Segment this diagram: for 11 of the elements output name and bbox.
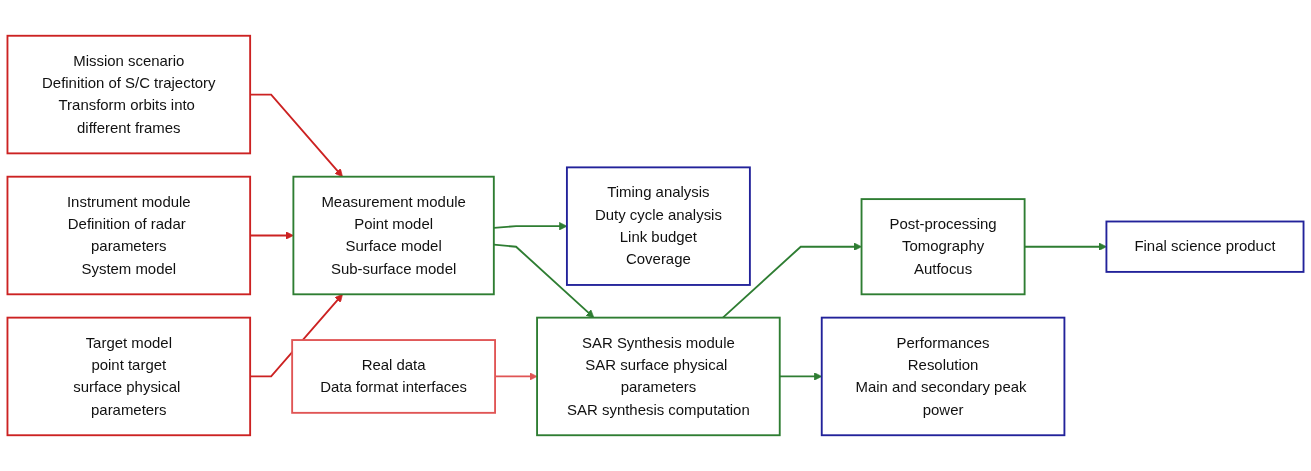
arrow: [722, 242, 862, 319]
node-box: Measurement module Point model Surface model Sub-surface model: [292, 175, 495, 296]
node-box: Post-processing Tomography Autfocus: [860, 198, 1026, 296]
node-box: Performances Resolution Main and secondary peak power: [820, 316, 1066, 437]
node-box: Real data Data format interfaces: [291, 339, 496, 414]
node-box: Instrument module Definition of radar parameters System model: [6, 175, 252, 296]
node-box: Target model point target surface physical parameters: [6, 316, 252, 437]
node-box: Timing analysis Duty cycle analysis Link budget Coverage: [565, 166, 751, 286]
node-box: Final science product: [1105, 220, 1305, 273]
node-box: Mission scenario Definition of S/C trajectory Transform orbits into different frames: [6, 34, 252, 155]
node-box: SAR Synthesis module SAR surface physical parameters SAR synthesis computation: [536, 316, 781, 437]
